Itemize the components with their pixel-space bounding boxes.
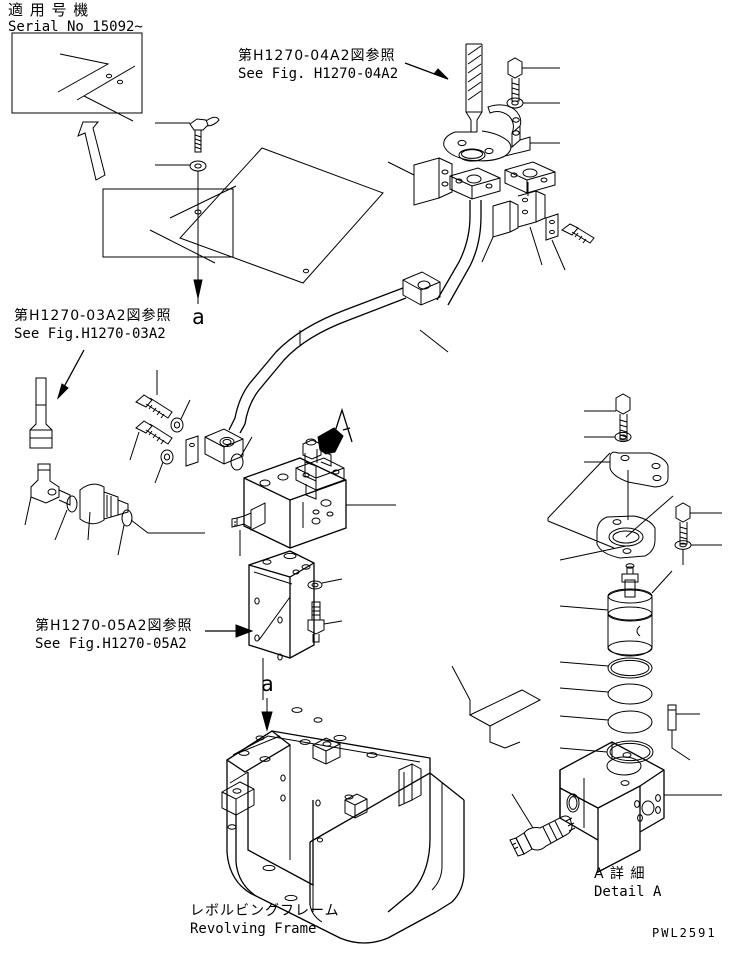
left-vertical-cylinder <box>30 350 84 448</box>
detail-a-valve-body <box>452 666 722 872</box>
detail-a-label-jp: A 詳 細 <box>594 866 646 882</box>
center-bolt-group <box>130 370 252 483</box>
serial-box-title-en: Serial No 15092~ <box>8 19 143 35</box>
reference-04a2-jp: 第H1270-04A2図参照 <box>238 48 396 64</box>
reference-03a2-jp: 第H1270-03A2図参照 <box>14 308 172 324</box>
ref-marker-a-upper: a <box>192 305 205 329</box>
main-hydraulic-tube <box>205 200 481 464</box>
detail-a-label-en: Detail A <box>594 884 662 900</box>
serial-box-title-jp: 適 用 号 機 <box>8 1 90 19</box>
left-fitting-cluster <box>25 464 205 555</box>
upper-vertical-shaft <box>444 44 560 161</box>
reference-04a2-en: See Fig. H1270-04A2 <box>238 66 399 82</box>
drawing-number: PWL2591 <box>652 926 717 940</box>
revolving-frame-label-en: Revolving Frame <box>190 921 317 937</box>
serial-box-callout-arrow <box>78 122 105 180</box>
ref-04a2-leader <box>405 63 448 79</box>
reference-03a2-en: See Fig.H1270-03A2 <box>14 326 166 342</box>
revolving-frame-label-jp: レボルビングフレーム <box>190 903 340 919</box>
detail-a-exploded-stack <box>548 394 722 763</box>
central-valve-block <box>232 439 396 556</box>
revolving-frame <box>222 708 464 943</box>
wing-bolt-assembly <box>155 117 219 304</box>
reference-05a2-jp: 第H1270-05A2図参照 <box>35 618 193 634</box>
ref-marker-a-lower-arrow <box>262 698 272 730</box>
section-marker-a-arrow <box>318 410 352 454</box>
ref-marker-a-lower: a <box>261 672 274 696</box>
reference-05a2-en: See Fig.H1270-05A2 <box>35 636 187 652</box>
upper-cover-plate <box>103 148 383 283</box>
valve-mounting-bracket <box>205 551 342 700</box>
upper-flange-blocks <box>388 158 594 270</box>
serial-number-box <box>12 33 142 121</box>
